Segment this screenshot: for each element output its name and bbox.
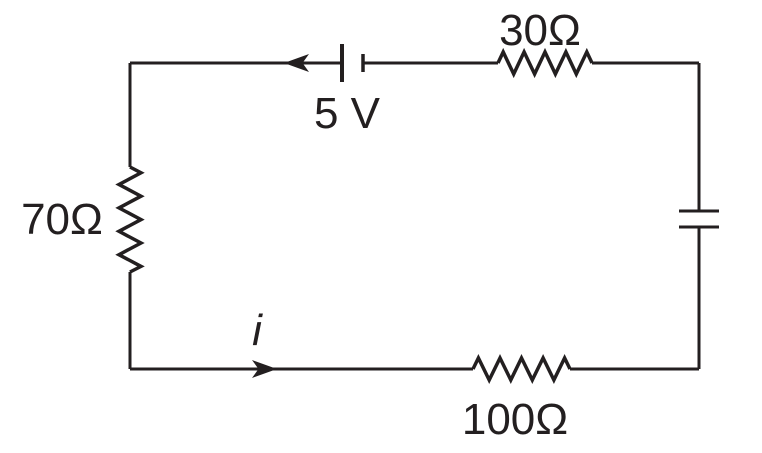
battery-voltage-label: 5 V [314,89,381,138]
resistor-100-symbol [471,354,572,384]
resistor-30-symbol [496,47,594,79]
resistor-70-label: 70Ω [21,195,103,244]
circuit-wires [128,61,701,371]
resistor-30-label: 30Ω [499,6,581,55]
resistor-100-label: 100Ω [462,395,568,444]
battery-symbol [340,44,365,82]
current-label: i [252,306,263,355]
capacitor-symbol [679,209,719,229]
current-arrow-left-icon [284,54,309,72]
resistor-70-symbol [115,165,145,274]
current-arrow-right-icon [252,360,277,378]
